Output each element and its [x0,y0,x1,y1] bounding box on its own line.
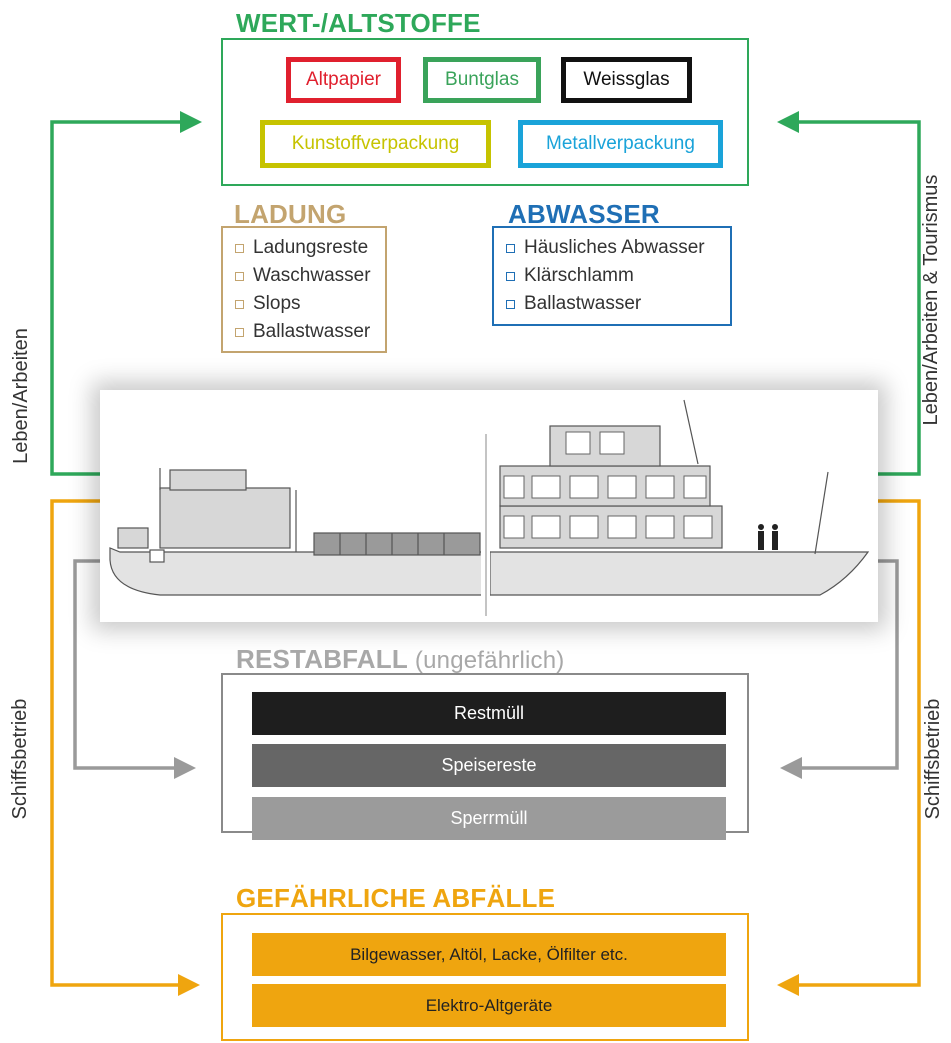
restabfall-heading: RESTABFALL (ungefährlich) [236,644,564,675]
list-item: Ladungsreste [235,234,385,262]
gefaehrlich-title: GEFÄHRLICHE ABFÄLLE [236,883,556,913]
checkbox-icon [506,271,515,281]
abwasser-item-label: Klärschlamm [524,265,634,286]
tag-metallverpackung: Metallverpackung [518,120,723,168]
orange-arrowhead-left [178,974,200,996]
gray-arrowhead-left [174,757,196,779]
ship-illustration [109,399,870,616]
orange-arrowhead-right [777,974,799,996]
list-item: Ballastwasser [235,318,385,346]
tag-altpapier: Altpapier [286,57,401,103]
side-label-right-bottom: Schiffsbetrieb [922,698,944,820]
ladung-item-label: Ballastwasser [253,321,371,342]
checkbox-icon [235,299,244,309]
gray-arrowhead-right [780,757,802,779]
orange-flow-right [797,499,921,987]
bilgewasser-bar: Bilgewasser, Altöl, Lacke, Ölfilter etc. [252,933,726,976]
abwasser-box: Häusliches Abwasser Klärschlamm Ballastw… [492,226,732,326]
sperrmuell-bar: Sperrmüll [252,797,726,840]
tag-kunstoffverpackung: Kunstoffverpackung [260,120,491,168]
green-flow-left [50,120,182,476]
wertstoffe-box [221,38,749,186]
list-item: Klärschlamm [506,262,730,290]
elektro-altgeraete-bar: Elektro-Altgeräte [252,984,726,1027]
checkbox-icon [235,243,244,253]
wertstoffe-title: WERT-/ALTSTOFFE [236,8,481,38]
restabfall-title: RESTABFALL [236,644,408,674]
people-icon [758,524,778,550]
cargo-bow-cabin [117,527,149,549]
list-item: Slops [235,290,385,318]
list-item: Waschwasser [235,262,385,290]
green-arrowhead-right [777,111,799,133]
checkbox-icon [235,271,244,281]
checkbox-icon [506,243,515,253]
orange-flow-left [50,499,180,987]
tag-weissglas: Weissglas [561,57,692,103]
passenger-ship-hull [489,551,870,596]
checkbox-icon [506,299,515,309]
gray-flow-left [73,559,176,770]
ladung-box: Ladungsreste Waschwasser Slops Ballastwa… [221,226,387,353]
green-arrowhead-left [180,111,202,133]
cargo-wheelhouse [159,487,291,549]
gefaehrlich-box [221,913,749,1041]
ladung-title: LADUNG [234,199,347,229]
side-label-left-bottom: Schiffsbetrieb [9,698,31,820]
cargo-hold [313,532,481,556]
restmuell-bar: Restmüll [252,692,726,735]
ladung-item-label: Slops [253,293,301,314]
list-item: Ballastwasser [506,290,730,318]
green-flow-right [797,120,921,476]
abwasser-item-label: Häusliches Abwasser [524,237,705,258]
restabfall-subtitle: (ungefährlich) [414,647,565,674]
tag-buntglas: Buntglas [423,57,541,103]
ship-illustration-card [100,390,878,622]
ladung-item-label: Waschwasser [253,265,371,286]
abwasser-title: ABWASSER [508,199,660,229]
ladung-item-label: Ladungsreste [253,237,369,258]
speisereste-bar: Speisereste [252,744,726,787]
abwasser-item-label: Ballastwasser [524,293,642,314]
side-label-left-top: Leben/Arbeiten [10,328,32,464]
side-label-right-top: Leben/Arbeiten & Tourismus [920,174,942,426]
gray-flow-right [800,559,899,770]
checkbox-icon [235,327,244,337]
list-item: Häusliches Abwasser [506,234,730,262]
